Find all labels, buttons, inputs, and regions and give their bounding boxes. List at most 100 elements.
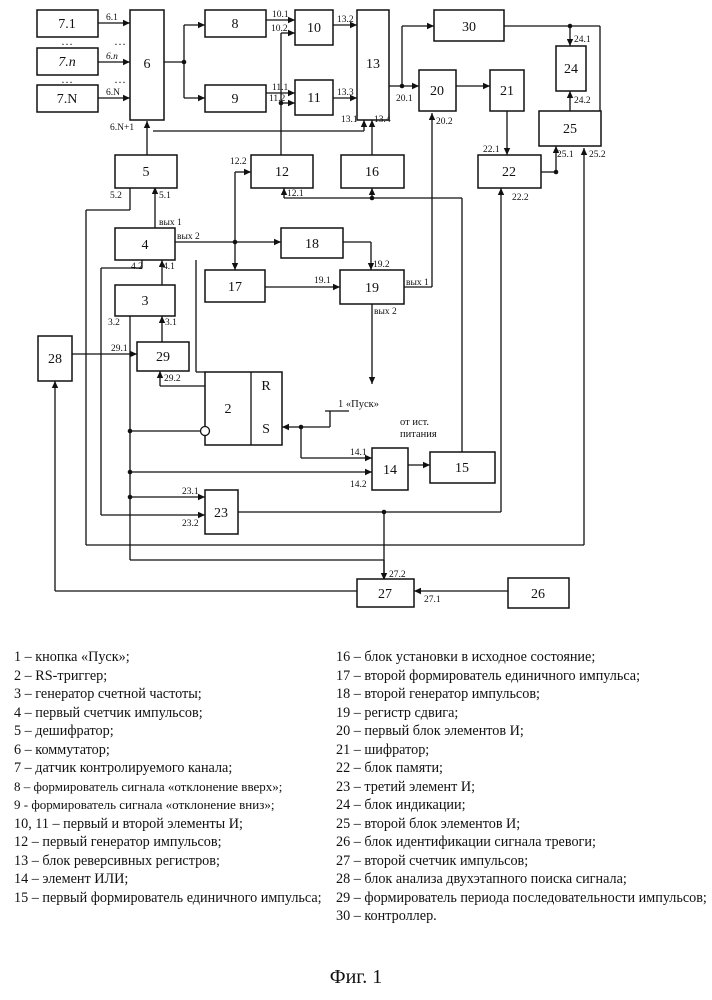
port-4-out2: вых 2 bbox=[177, 232, 200, 242]
port-19-out1: вых 1 bbox=[406, 278, 429, 288]
port-10-1: 10.1 bbox=[272, 10, 289, 20]
block-diagram: 7.1 7.n 7.N 6 8 9 10 11 13 30 20 21 24 2… bbox=[0, 0, 712, 640]
label-11: 11 bbox=[307, 91, 320, 106]
label-29: 29 bbox=[156, 350, 170, 365]
legend-item: 13 – блок реверсивных регистров; bbox=[14, 852, 322, 871]
port-12-1: 12.1 bbox=[287, 189, 304, 199]
port-29-2: 29.2 bbox=[164, 374, 181, 384]
port-6-1: 6.1 bbox=[106, 13, 118, 23]
port-6-n: 6.n bbox=[106, 52, 118, 62]
label-7-N: 7.N bbox=[57, 92, 78, 107]
port-22-2: 22.2 bbox=[512, 193, 529, 203]
port-23-2: 23.2 bbox=[182, 519, 199, 529]
port-5-2: 5.2 bbox=[110, 191, 122, 201]
legend-item: 19 – регистр сдвига; bbox=[336, 704, 708, 723]
port-14-2: 14.2 bbox=[350, 480, 367, 490]
legend-item: 8 – формирователь сигнала «отклонение вв… bbox=[14, 778, 322, 797]
svg-text:…: … bbox=[114, 34, 126, 48]
label-21: 21 bbox=[500, 84, 514, 99]
label-14: 14 bbox=[383, 463, 397, 478]
legend-item: 17 – второй формирователь единичного имп… bbox=[336, 667, 708, 686]
port-6-N: 6.N bbox=[106, 88, 120, 98]
label-28: 28 bbox=[48, 352, 62, 367]
label-13: 13 bbox=[366, 57, 380, 72]
label-26: 26 bbox=[531, 587, 545, 602]
port-24-1: 24.1 bbox=[574, 35, 591, 45]
legend-item: 6 – коммутатор; bbox=[14, 741, 322, 760]
svg-text:…: … bbox=[61, 72, 73, 86]
label-5: 5 bbox=[143, 165, 150, 180]
legend-item: 3 – генератор счетной частоты; bbox=[14, 685, 322, 704]
legend-item: 21 – шифратор; bbox=[336, 741, 708, 760]
legend-item: 14 – элемент ИЛИ; bbox=[14, 870, 322, 889]
svg-text:…: … bbox=[114, 72, 126, 86]
port-20-2: 20.2 bbox=[436, 117, 453, 127]
port-4-out1: вых 1 bbox=[159, 218, 182, 228]
legend-item: 4 – первый счетчик импульсов; bbox=[14, 704, 322, 723]
port-12-2: 12.2 bbox=[230, 157, 247, 167]
port-19-2: 19.2 bbox=[373, 260, 390, 270]
label-12: 12 bbox=[275, 165, 289, 180]
port-22-1: 22.1 bbox=[483, 145, 500, 155]
legend-item: 28 – блок анализа двухэтапного поиска си… bbox=[336, 870, 708, 889]
port-25-1: 25.1 bbox=[557, 150, 574, 160]
label-24: 24 bbox=[564, 62, 578, 77]
label-19: 19 bbox=[365, 281, 379, 296]
label-16: 16 bbox=[365, 165, 379, 180]
legend-item: 12 – первый генератор импульсов; bbox=[14, 833, 322, 852]
port-20-1: 20.1 bbox=[396, 94, 413, 104]
port-29-1: 29.1 bbox=[111, 344, 128, 354]
port-4-1: 4.1 bbox=[163, 262, 175, 272]
port-11-2: 11.2 bbox=[269, 94, 286, 104]
label-22: 22 bbox=[502, 165, 516, 180]
legend-item: 24 – блок индикации; bbox=[336, 796, 708, 815]
port-19-1: 19.1 bbox=[314, 276, 331, 286]
port-23-1: 23.1 bbox=[182, 487, 199, 497]
svg-text:…: … bbox=[61, 34, 73, 48]
label-6: 6 bbox=[144, 57, 151, 72]
port-11-1: 11.1 bbox=[272, 83, 289, 93]
legend-left-column: 1 – кнопка «Пуск»; 2 – RS-триггер; 3 – г… bbox=[14, 648, 322, 907]
port-19-out2: вых 2 bbox=[374, 307, 397, 317]
legend-item: 1 – кнопка «Пуск»; bbox=[14, 648, 322, 667]
legend-item: 23 – третий элемент И; bbox=[336, 778, 708, 797]
port-13-1: 13.1 bbox=[341, 115, 358, 125]
label-3: 3 bbox=[142, 294, 149, 309]
legend-item: 7 – датчик контролируемого канала; bbox=[14, 759, 322, 778]
port-13-4: 13.4 bbox=[374, 115, 391, 125]
legend-item: 18 – второй генератор импульсов; bbox=[336, 685, 708, 704]
legend-item: 15 – первый формирователь единичного имп… bbox=[14, 889, 322, 908]
port-5-1: 5.1 bbox=[159, 191, 171, 201]
port-3-2: 3.2 bbox=[108, 318, 120, 328]
legend-item: 25 – второй блок элементов И; bbox=[336, 815, 708, 834]
port-4-2: 4.2 bbox=[131, 262, 143, 272]
start-button-label: 1 «Пуск» bbox=[338, 399, 379, 410]
label-20: 20 bbox=[430, 84, 444, 99]
power-source-label-2: питания bbox=[400, 429, 437, 440]
label-10: 10 bbox=[307, 21, 321, 36]
port-27-2: 27.2 bbox=[389, 570, 406, 580]
label-4: 4 bbox=[142, 238, 149, 253]
label-7-1: 7.1 bbox=[58, 17, 76, 32]
power-source-label-1: от ист. bbox=[400, 417, 429, 428]
label-18: 18 bbox=[305, 237, 319, 252]
legend-item: 16 – блок установки в исходное состояние… bbox=[336, 648, 708, 667]
port-24-2: 24.2 bbox=[574, 96, 591, 106]
legend-item: 10, 11 – первый и второй элементы И; bbox=[14, 815, 322, 834]
label-9: 9 bbox=[232, 92, 239, 107]
label-2: 2 bbox=[225, 402, 232, 417]
label-23: 23 bbox=[214, 506, 228, 521]
port-14-1: 14.1 bbox=[350, 448, 367, 458]
legend-item: 27 – второй счетчик импульсов; bbox=[336, 852, 708, 871]
label-7-n: 7.n bbox=[58, 55, 76, 70]
legend-item: 2 – RS-триггер; bbox=[14, 667, 322, 686]
legend-item: 22 – блок памяти; bbox=[336, 759, 708, 778]
label-25: 25 bbox=[563, 122, 577, 137]
port-10-2: 10.2 bbox=[271, 24, 288, 34]
figure-caption: Фиг. 1 bbox=[0, 966, 712, 989]
label-17: 17 bbox=[228, 280, 242, 295]
label-27: 27 bbox=[378, 587, 392, 602]
legend-item: 5 – дешифратор; bbox=[14, 722, 322, 741]
label-15: 15 bbox=[455, 461, 469, 476]
label-30: 30 bbox=[462, 20, 476, 35]
